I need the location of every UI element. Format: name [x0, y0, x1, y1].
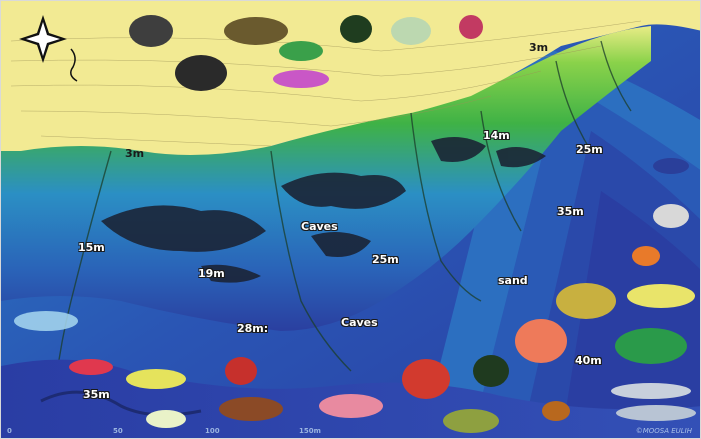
credit-text: ©MOOSA EULIH	[636, 427, 692, 435]
scale-tick-50: 50	[113, 427, 123, 435]
scale-tick-0: 0	[7, 427, 12, 435]
depth-label-3m-left: 3m	[125, 147, 144, 160]
depth-label-40m: 40m	[575, 354, 602, 367]
zone-label-sand: sand	[498, 274, 528, 287]
depth-label-19m: 19m	[198, 267, 225, 280]
scale-tick-100: 100	[205, 427, 220, 435]
depth-label-3m-top: 3m	[529, 41, 548, 54]
depth-label-25m-mid: 25m	[372, 253, 399, 266]
depth-label-25m-right: 25m	[576, 143, 603, 156]
scale-tick-150m: 150m	[299, 427, 321, 435]
depth-label-35m-right: 35m	[557, 205, 584, 218]
depth-label-35m-left: 35m	[83, 388, 110, 401]
depth-label-15m: 15m	[78, 241, 105, 254]
depth-label-28m: 28m:	[237, 322, 268, 335]
zone-label-caves-lower: Caves	[341, 316, 378, 329]
depth-label-14m: 14m	[483, 129, 510, 142]
zone-label-caves-upper: Caves	[301, 220, 338, 233]
